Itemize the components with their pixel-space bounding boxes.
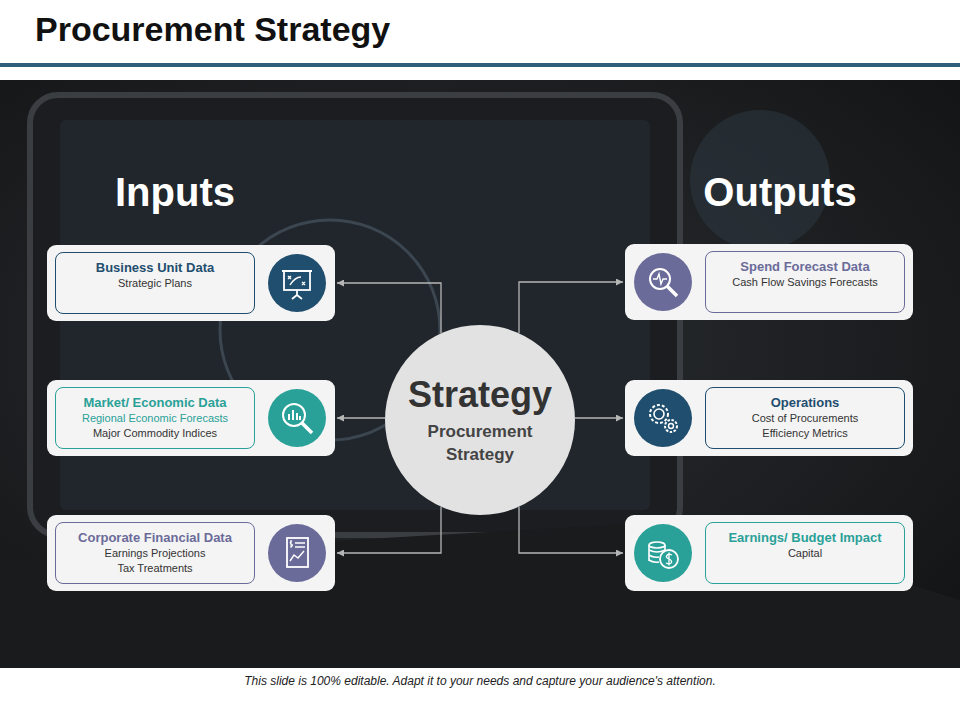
node-detail: Regional Economic Forecasts bbox=[64, 411, 246, 426]
node-detail: Earnings Projections bbox=[64, 546, 246, 561]
icon-badge bbox=[267, 388, 327, 448]
connector-arrow bbox=[337, 283, 441, 333]
node-heading: Strategy bbox=[408, 374, 552, 416]
node-detail: Efficiency Metrics bbox=[714, 426, 896, 441]
connector-arrow bbox=[519, 507, 623, 553]
output-box: Earnings/ Budget ImpactCapital bbox=[625, 515, 913, 591]
node-detail: Cash Flow Savings Forecasts bbox=[714, 275, 896, 290]
title-rule bbox=[0, 63, 960, 67]
node-detail: Capital bbox=[714, 546, 896, 561]
column-heading: Inputs bbox=[25, 170, 325, 215]
node-heading: Operations bbox=[714, 395, 896, 411]
slide-title: Procurement Strategy bbox=[35, 10, 390, 49]
strategy-circle: StrategyProcurement Strategy bbox=[385, 325, 575, 515]
icon-badge bbox=[633, 523, 693, 583]
node-heading: Spend Forecast Data bbox=[714, 259, 896, 275]
icon-badge bbox=[267, 523, 327, 583]
connector-arrow bbox=[575, 417, 623, 418]
node-heading: Earnings/ Budget Impact bbox=[714, 530, 896, 546]
node-detail: Cost of Procurements bbox=[714, 411, 896, 426]
icon-badge bbox=[633, 252, 693, 312]
node-detail: Major Commodity Indices bbox=[64, 426, 246, 441]
connector-arrow bbox=[519, 282, 623, 333]
text-frame: Business Unit DataStrategic Plans bbox=[55, 252, 255, 314]
input-box: Corporate Financial DataEarnings Project… bbox=[47, 515, 335, 591]
node-heading: Corporate Financial Data bbox=[64, 530, 246, 546]
text-frame: Earnings/ Budget ImpactCapital bbox=[705, 522, 905, 584]
node-heading: Market/ Economic Data bbox=[64, 395, 246, 411]
icon-badge bbox=[267, 253, 327, 313]
slide-caption: This slide is 100% editable. Adapt it to… bbox=[0, 674, 960, 688]
laptop-base bbox=[0, 520, 960, 668]
input-box: Market/ Economic DataRegional Economic F… bbox=[47, 380, 335, 456]
output-box: Spend Forecast DataCash Flow Savings For… bbox=[625, 244, 913, 320]
icon-badge bbox=[633, 388, 693, 448]
text-frame: Corporate Financial DataEarnings Project… bbox=[55, 522, 255, 584]
laptop-screen bbox=[30, 95, 680, 535]
text-frame: OperationsCost of ProcurementsEfficiency… bbox=[705, 387, 905, 449]
node-detail: Strategic Plans bbox=[64, 276, 246, 291]
node-detail: Tax Treatments bbox=[64, 561, 246, 576]
input-box: Business Unit DataStrategic Plans bbox=[47, 245, 335, 321]
node-heading: Business Unit Data bbox=[64, 260, 246, 276]
connector-arrow bbox=[337, 417, 385, 418]
node-subtitle: Procurement Strategy bbox=[415, 420, 545, 466]
column-heading: Outputs bbox=[630, 170, 930, 215]
text-frame: Spend Forecast DataCash Flow Savings For… bbox=[705, 251, 905, 313]
text-frame: Market/ Economic DataRegional Economic F… bbox=[55, 387, 255, 449]
dark-ground bbox=[0, 80, 960, 668]
connector-arrow bbox=[337, 507, 441, 553]
output-box: OperationsCost of ProcurementsEfficiency… bbox=[625, 380, 913, 456]
